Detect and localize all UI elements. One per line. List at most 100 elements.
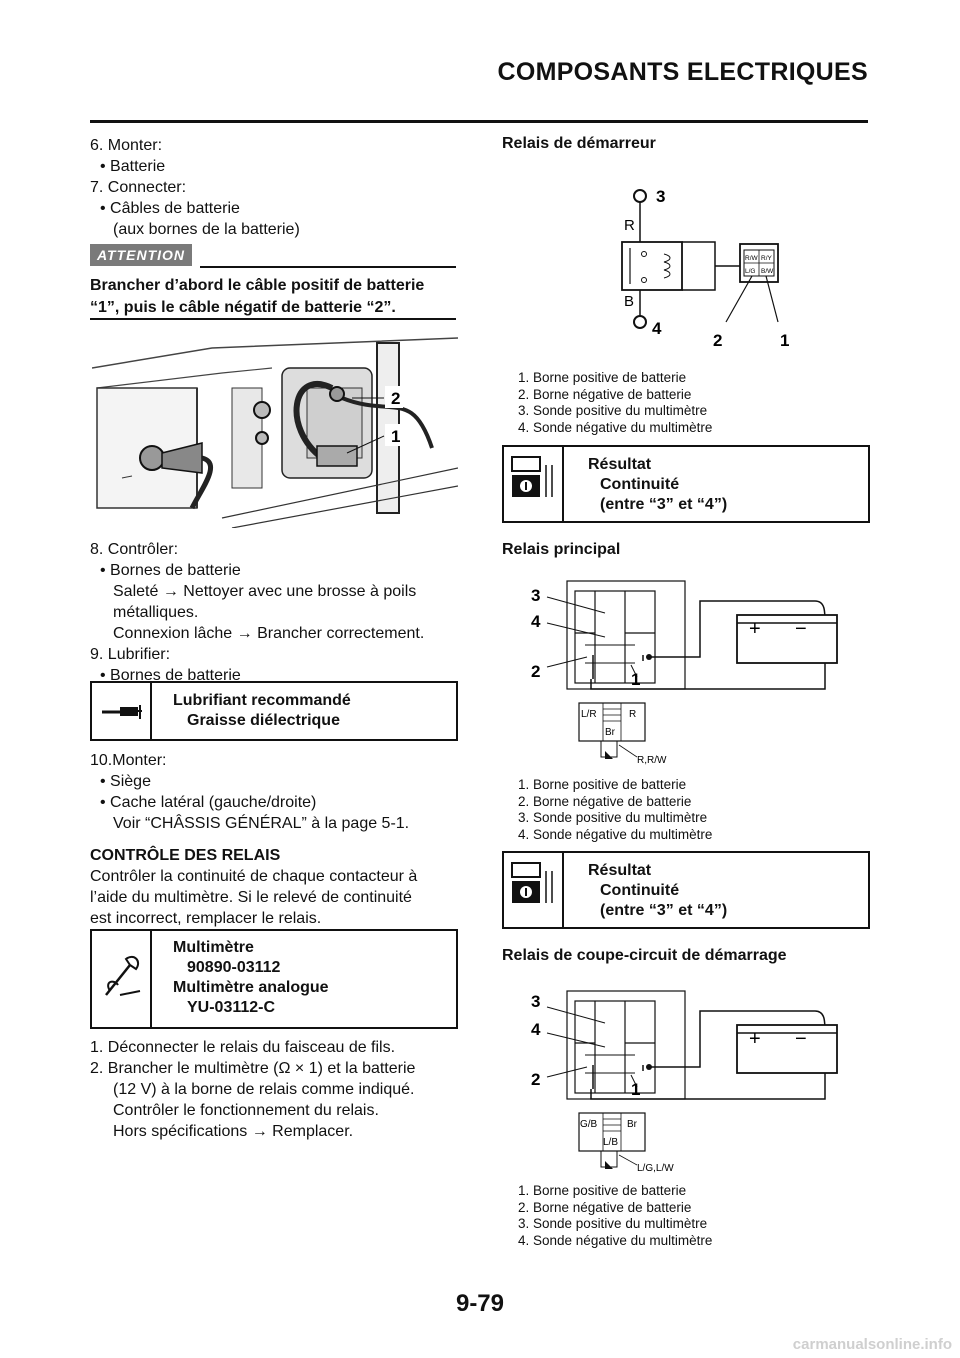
label-4: 4 bbox=[652, 319, 662, 338]
result-condition: (entre “3” et “4”) bbox=[600, 496, 728, 513]
relay-section-heading: CONTRÔLE DES RELAIS bbox=[90, 847, 281, 864]
legend-item: 4. Sonde négative du multimètre bbox=[518, 419, 713, 435]
step-text: 6. Monter: bbox=[90, 137, 163, 154]
attention-label: ATTENTION bbox=[90, 244, 192, 266]
result-title: Résultat bbox=[588, 862, 652, 879]
intro-line: l’aide du multimètre. Si le relevé de co… bbox=[90, 889, 412, 906]
starter-relay-diagram: R/W R/Y L/G B/W 3 4 2 1 R B bbox=[621, 187, 789, 350]
pin-br: Br bbox=[605, 727, 616, 738]
step-text: 2. Brancher le multimètre (Ω × 1) et la … bbox=[90, 1060, 416, 1077]
box-divider bbox=[562, 853, 564, 927]
wire-b: B bbox=[624, 293, 634, 310]
steps-check-lubricate: 8. Contrôler: • Bornes de batterie Salet… bbox=[90, 539, 424, 686]
legend-item: 2. Borne négative de batterie bbox=[518, 793, 692, 809]
lubricant-box: Lubrifiant recommandé Graisse diélectriq… bbox=[90, 681, 458, 741]
label-3: 3 bbox=[656, 187, 665, 206]
pin-gb: G/B bbox=[580, 1119, 598, 1130]
legend-item: 2. Borne négative de batterie bbox=[518, 386, 692, 402]
pin-br: Br bbox=[627, 1119, 638, 1130]
starter-legend: 1. Borne positive de batterie 2. Borne n… bbox=[518, 370, 712, 436]
wire-color: R,R/W bbox=[637, 755, 667, 766]
intro-line: est incorrect, remplacer le relais. bbox=[90, 910, 322, 927]
label-3: 3 bbox=[531, 992, 540, 1011]
attention-line: Brancher d’abord le câble positif de bat… bbox=[90, 277, 425, 294]
label-1: 1 bbox=[631, 670, 640, 689]
steps-relay-test: 1. Déconnecter le relais du faisceau de … bbox=[90, 1037, 415, 1142]
step-text: métalliques. bbox=[113, 604, 199, 621]
intro-line: Contrôler la continuité de chaque contac… bbox=[90, 868, 418, 885]
step-text: Hors spécifications → Remplacer. bbox=[113, 1123, 354, 1140]
label-1: 1 bbox=[780, 331, 789, 350]
step-text: 1. Déconnecter le relais du faisceau de … bbox=[90, 1039, 396, 1056]
attention-text: Brancher d’abord le câble positif de bat… bbox=[90, 275, 460, 319]
page-number: 9-79 bbox=[455, 1290, 505, 1317]
attention-bottom-rule bbox=[90, 318, 456, 320]
step-text: • Cache latéral (gauche/droite) bbox=[100, 794, 317, 811]
box-divider bbox=[150, 683, 152, 739]
step-text: Connexion lâche → Brancher correctement. bbox=[113, 625, 425, 642]
step-text: Voir “CHÂSSIS GÉNÉRAL” à la page 5-1. bbox=[113, 815, 410, 832]
legend-item: 3. Sonde positive du multimètre bbox=[518, 1216, 708, 1231]
battery-plus: + bbox=[749, 1028, 761, 1050]
multimeter-tool-icon bbox=[105, 955, 141, 996]
cutoff-relay-diagram: + − 3 4 2 1 G/B Br L/B L/G,L/W bbox=[531, 990, 838, 1174]
legend-item: 2. Borne négative de batterie bbox=[518, 1199, 692, 1215]
pin-ry: R/Y bbox=[761, 255, 773, 262]
box-divider bbox=[562, 447, 564, 521]
box-divider bbox=[150, 931, 152, 1027]
label-2: 2 bbox=[531, 662, 540, 681]
pin-r: R bbox=[629, 709, 636, 720]
result-title: Résultat bbox=[588, 456, 652, 473]
result-condition: (entre “3” et “4”) bbox=[600, 902, 728, 919]
battery-terminal-photo: 2 1 bbox=[92, 328, 458, 528]
pin-lg: L/G bbox=[745, 268, 755, 275]
legend-item: 4. Sonde négative du multimètre bbox=[518, 1232, 713, 1248]
lubricant-value: Graisse diélectrique bbox=[187, 712, 340, 729]
callout-2: 2 bbox=[391, 389, 400, 408]
tool-part-number: 90890-03112 bbox=[187, 959, 281, 976]
step-text: 10.Monter: bbox=[90, 752, 167, 769]
step-text: 9. Lubrifier: bbox=[90, 646, 171, 663]
main-relay-diagram: + − 3 4 2 1 L/R R Br R,R/W bbox=[531, 580, 838, 766]
tool-name-alt: Multimètre analogue bbox=[173, 979, 329, 996]
label-1: 1 bbox=[631, 1080, 640, 1099]
grease-gun-icon bbox=[102, 705, 142, 719]
steps-install-seat: 10.Monter: • Siège • Cache latéral (gauc… bbox=[90, 750, 409, 834]
step-text: • Bornes de batterie bbox=[100, 562, 241, 579]
multimeter-icon bbox=[511, 862, 553, 903]
pin-bw: B/W bbox=[761, 268, 774, 275]
multimeter-icon bbox=[511, 456, 553, 497]
legend-item: 1. Borne positive de batterie bbox=[518, 370, 687, 385]
label-3: 3 bbox=[531, 586, 540, 605]
legend-item: 3. Sonde positive du multimètre bbox=[518, 810, 708, 825]
attention-line: “1”, puis le câble négatif de batterie “… bbox=[90, 299, 396, 316]
callout-1: 1 bbox=[391, 427, 400, 446]
legend-item: 3. Sonde positive du multimètre bbox=[518, 403, 708, 418]
attention-rule bbox=[200, 266, 456, 268]
battery-minus: − bbox=[795, 1028, 807, 1050]
legend-item: 4. Sonde négative du multimètre bbox=[518, 826, 713, 842]
result-value: Continuité bbox=[600, 882, 680, 899]
main-result-box: Résultat Continuité (entre “3” et “4”) bbox=[502, 851, 870, 929]
battery-minus: − bbox=[795, 618, 807, 640]
step-text: (aux bornes de la batterie) bbox=[113, 221, 300, 238]
pin-lb: L/B bbox=[603, 1137, 618, 1148]
battery-plus: + bbox=[749, 618, 761, 640]
tool-part-number-alt: YU-03112-C bbox=[187, 999, 276, 1016]
step-text: 7. Connecter: bbox=[90, 179, 187, 196]
starter-relay-title: Relais de démarreur bbox=[502, 135, 656, 152]
tool-box: Multimètre 90890-03112 Multimètre analog… bbox=[90, 929, 458, 1029]
steps-install-connect: 6. Monter: • Batterie 7. Connecter: • Câ… bbox=[90, 135, 300, 240]
wire-r: R bbox=[624, 217, 635, 234]
step-text: 8. Contrôler: bbox=[90, 541, 179, 558]
legend-item: 1. Borne positive de batterie bbox=[518, 777, 687, 792]
step-text: • Siège bbox=[100, 773, 151, 790]
cutoff-legend: 1. Borne positive de batterie 2. Borne n… bbox=[518, 1183, 712, 1249]
legend-item: 1. Borne positive de batterie bbox=[518, 1183, 687, 1198]
wire-color: L/G,L/W bbox=[637, 1163, 674, 1174]
label-4: 4 bbox=[531, 1020, 541, 1039]
step-text: Saleté → Nettoyer avec une brosse à poil… bbox=[113, 583, 417, 600]
label-2: 2 bbox=[531, 1070, 540, 1089]
watermark: carmanualsonline.info bbox=[792, 1336, 952, 1353]
pin-rw: R/W bbox=[745, 255, 759, 262]
